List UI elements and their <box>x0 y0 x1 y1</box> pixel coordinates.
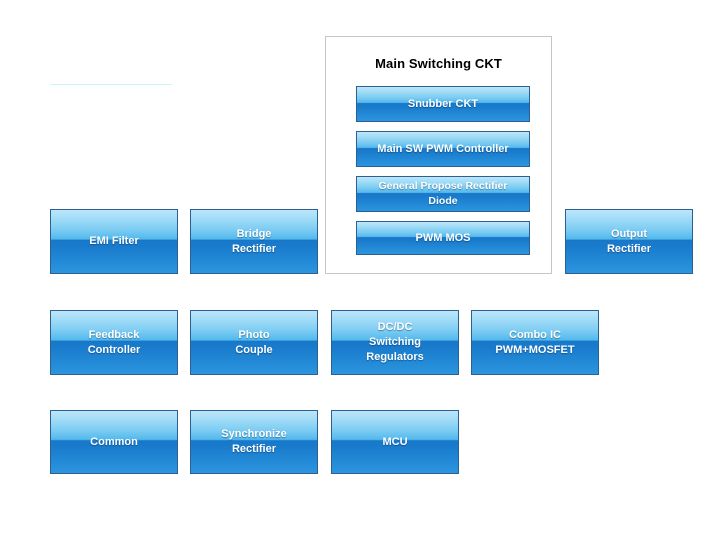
block-label-line-2: Switching <box>369 336 421 348</box>
block-mcu[interactable]: MCU <box>331 410 459 474</box>
block-bridge-rectifier[interactable]: Bridge Rectifier <box>190 209 318 274</box>
block-label-line-2: Controller <box>87 343 141 356</box>
block-label: MCU <box>382 435 408 448</box>
block-label-line-1: General Propose Rectifier <box>378 180 508 192</box>
block-label: PWM MOS <box>415 231 471 244</box>
block-dcdc-switching-regulators[interactable]: DC/DC Switching Regulators <box>331 310 459 375</box>
block-photo-couple[interactable]: Photo Couple <box>190 310 318 375</box>
block-combo-ic[interactable]: Combo IC PWM+MOSFET <box>471 310 599 375</box>
block-label-line-1: DC/DC <box>377 321 413 333</box>
block-label-line-1: Feedback <box>88 328 140 341</box>
block-label-line-2: Rectifier <box>606 242 652 255</box>
block-pwm-mos[interactable]: PWM MOS <box>356 221 530 255</box>
block-label-line-2: Rectifier <box>231 443 277 455</box>
block-synchronize-rectifier[interactable]: Synchronize Rectifier <box>190 410 318 474</box>
block-main-sw-pwm-controller[interactable]: Main SW PWM Controller <box>356 131 530 167</box>
block-label-line-3: Regulators <box>366 351 424 363</box>
block-label-line-2: Diode <box>428 195 458 207</box>
block-label-line-2: Rectifier <box>231 242 277 255</box>
block-feedback-controller[interactable]: Feedback Controller <box>50 310 178 375</box>
block-label: Common <box>90 435 138 448</box>
block-common[interactable]: Common <box>50 410 178 474</box>
block-label-line-1: Bridge <box>236 227 272 240</box>
block-snubber-ckt[interactable]: Snubber CKT <box>356 86 530 122</box>
block-label-line-1: Photo <box>238 328 270 341</box>
horizontal-rule <box>50 84 172 85</box>
block-label-line-1: Synchronize <box>221 428 287 440</box>
block-label: Main SW PWM Controller <box>377 142 509 155</box>
block-label: Snubber CKT <box>407 97 479 110</box>
block-label-line-1: Combo IC <box>509 328 561 341</box>
block-label-line-2: PWM+MOSFET <box>495 343 575 356</box>
block-emi-filter[interactable]: EMI Filter <box>50 209 178 274</box>
block-label-line-2: Couple <box>235 343 273 356</box>
group-title: Main Switching CKT <box>375 56 502 71</box>
block-output-rectifier[interactable]: Output Rectifier <box>565 209 693 274</box>
block-label-line-1: Output <box>610 227 648 240</box>
block-general-propose-rectifier-diode[interactable]: General Propose Rectifier Diode <box>356 176 530 212</box>
block-label: EMI Filter <box>89 235 139 247</box>
